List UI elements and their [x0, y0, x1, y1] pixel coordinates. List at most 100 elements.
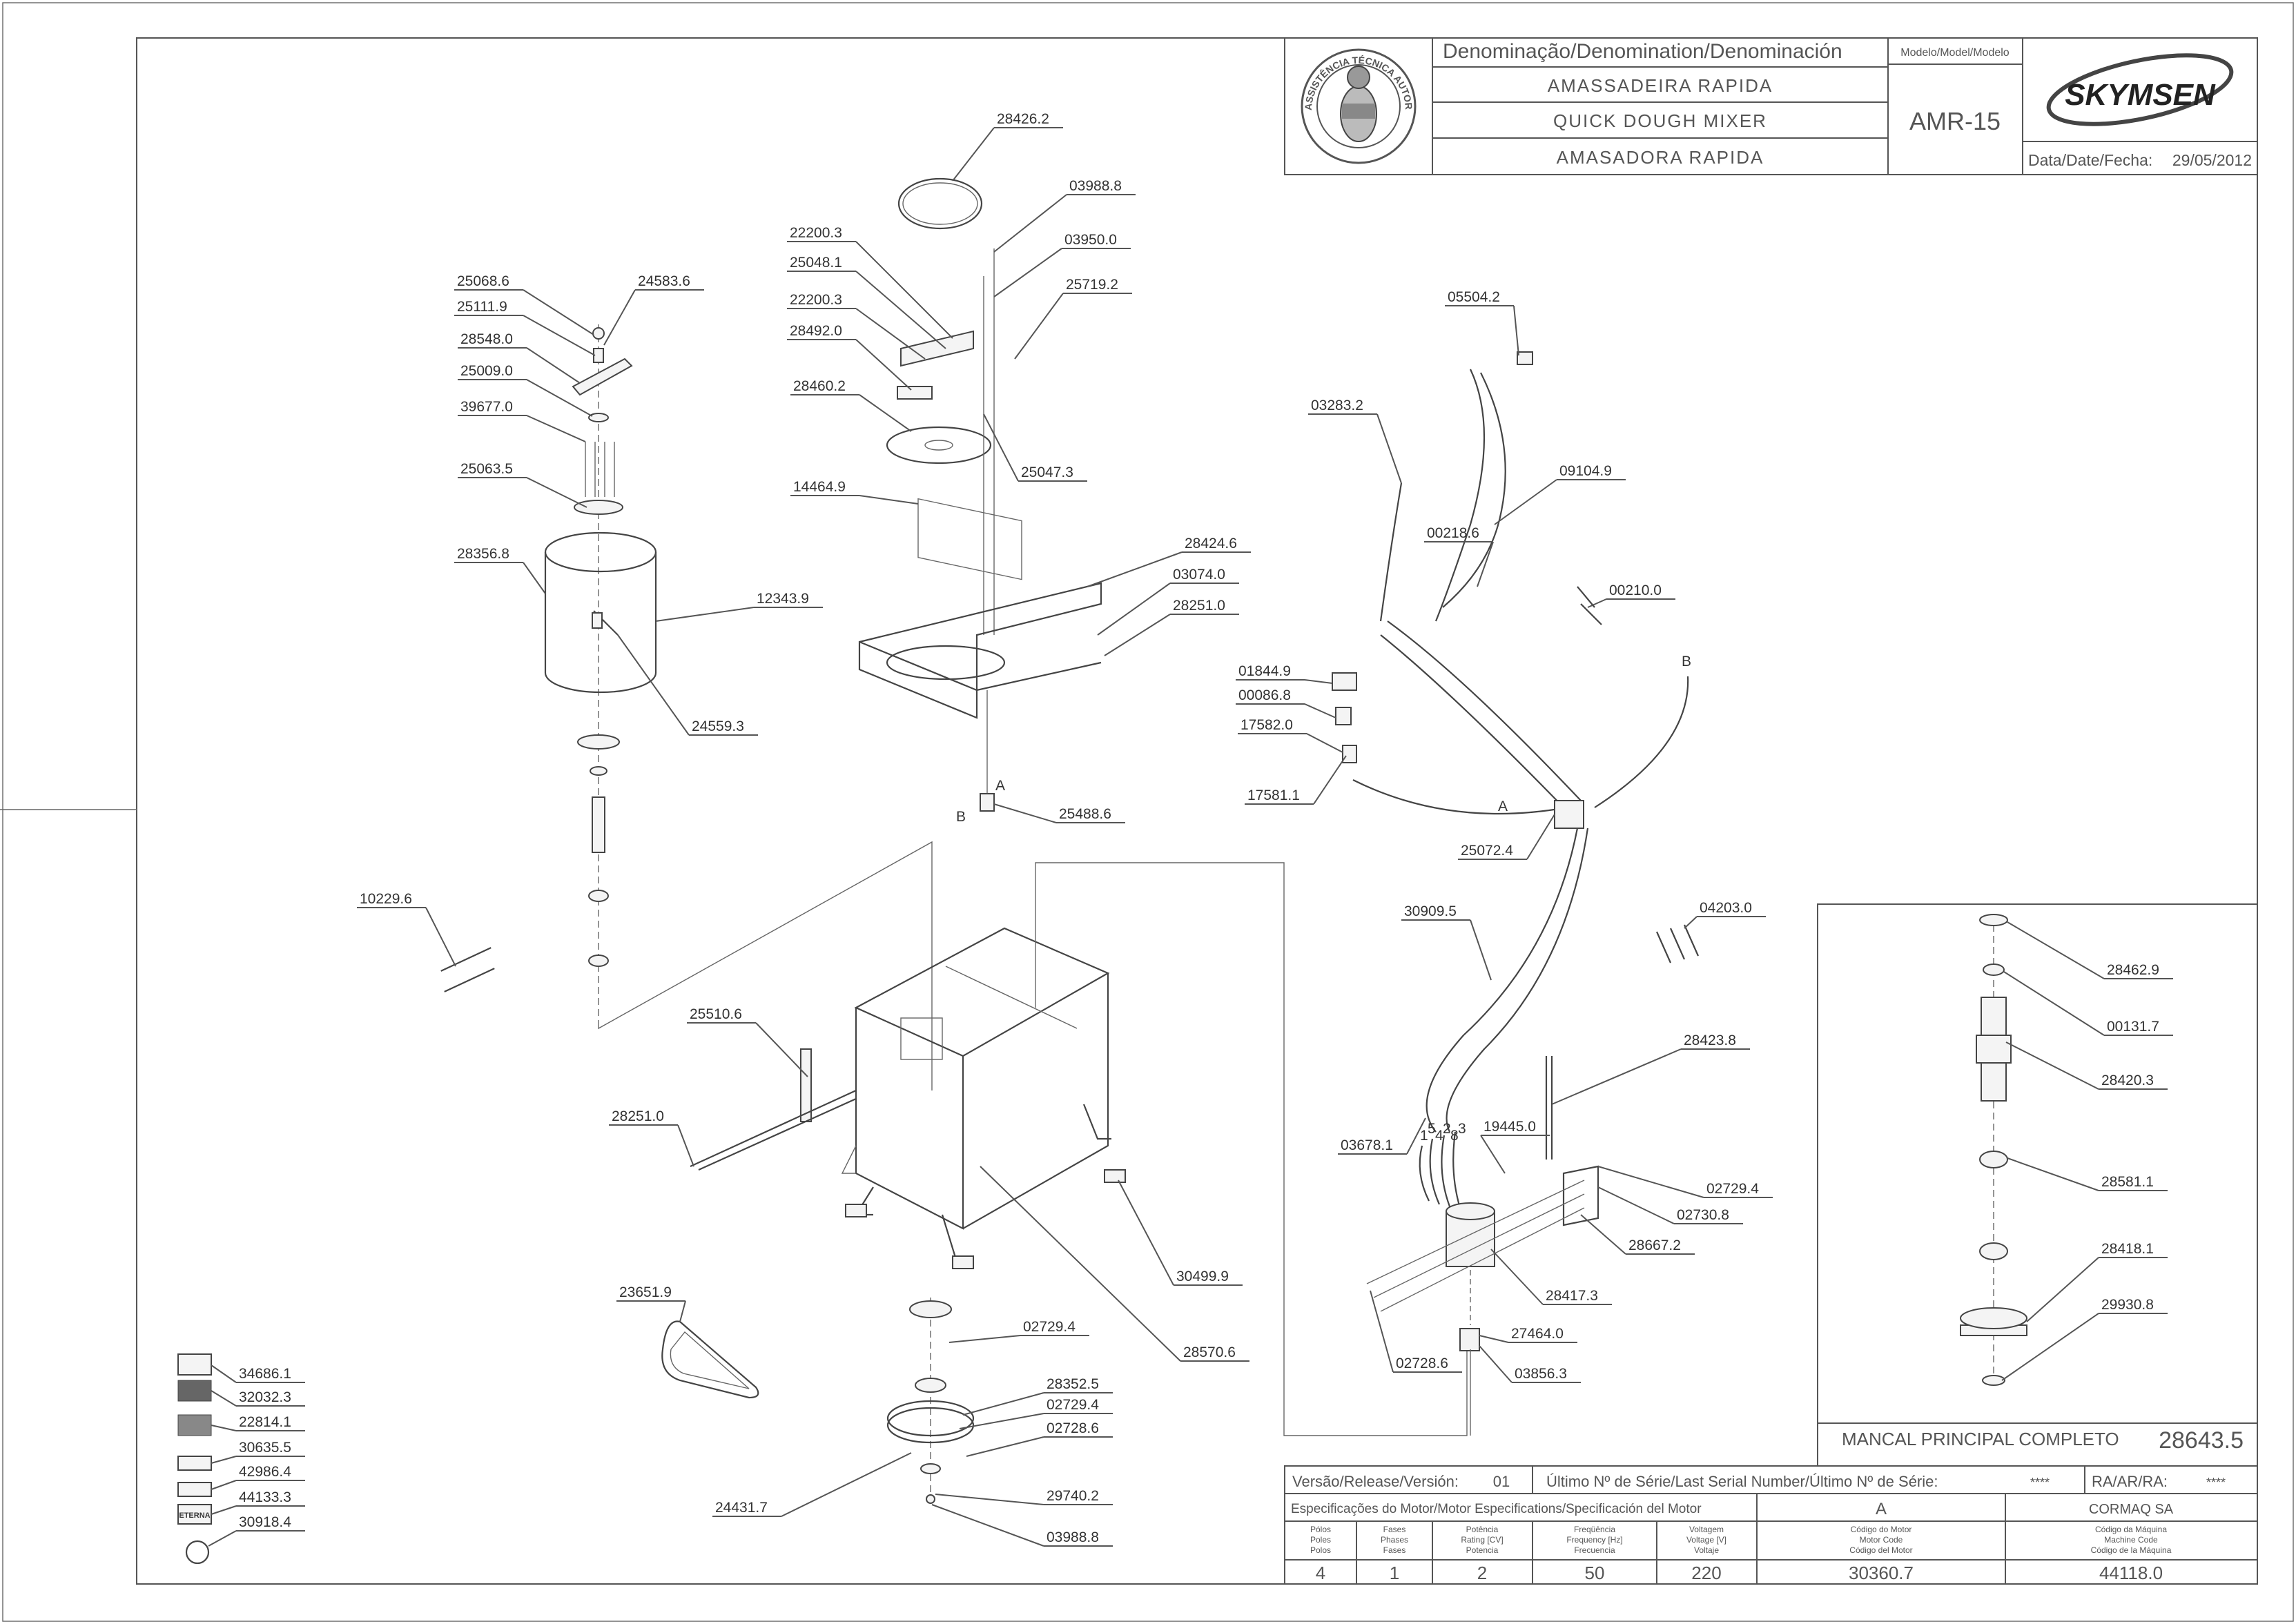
part-number-label: 03988.8	[1047, 1529, 1099, 1545]
part-callout: 28492.0	[787, 323, 912, 391]
part-callout: 22814.1	[211, 1414, 305, 1431]
motor-terminal-mark: 3	[1458, 1121, 1466, 1137]
svg-text:Machine Code: Machine Code	[2104, 1535, 2158, 1545]
svg-text:Potência: Potência	[1466, 1525, 1499, 1534]
part-callout: 00210.0	[1587, 583, 1675, 608]
part-number-label: 25047.3	[1021, 464, 1073, 480]
part-callout: 22200.3	[787, 225, 953, 339]
part-number-label: 03283.2	[1311, 398, 1363, 413]
part-number-label: 10229.6	[360, 891, 412, 907]
part-bracket	[900, 330, 974, 367]
electrical-group	[1332, 351, 1700, 1436]
part-callout: 09104.9	[1494, 463, 1626, 525]
part-callout: 28423.8	[1551, 1033, 1750, 1105]
part-ring	[1983, 963, 2005, 976]
part-number-label: 19445.0	[1483, 1119, 1536, 1135]
part-number-label: 25111.9	[457, 299, 507, 315]
part-number-label: 28492.0	[790, 323, 842, 339]
svg-text:ETERNA: ETERNA	[179, 1512, 210, 1520]
part-number-label: 14464.9	[793, 479, 846, 495]
wire-mark: B	[1682, 654, 1691, 669]
part-callout: 28462.9	[2007, 921, 2173, 979]
part-number-label: 24431.7	[715, 1500, 768, 1516]
part-callout: 24559.3	[617, 634, 758, 736]
svg-text:Potencia: Potencia	[1466, 1545, 1499, 1555]
part-number-label: 17581.1	[1247, 787, 1300, 803]
part-callout: 34686.1	[211, 1364, 305, 1383]
part-callout: 02729.4	[948, 1319, 1089, 1343]
svg-text:ASSISTÊNCIA TÉCNICA AUTORIZADA: ASSISTÊNCIA TÉCNICA AUTORIZADA	[0, 0, 1414, 110]
part-number-label: 28423.8	[1684, 1033, 1736, 1048]
part-number-label: 25719.2	[1066, 277, 1118, 293]
part-number-label: 05504.2	[1448, 289, 1500, 305]
decal-icon	[177, 1380, 212, 1402]
part-callout: 28548.0	[458, 331, 581, 384]
part-callout: 03074.0	[1097, 567, 1239, 636]
svg-text:Código de la Máquina: Código de la Máquina	[2091, 1545, 2172, 1555]
part-number-label: 34686.1	[239, 1366, 291, 1382]
part-number-label: 22200.3	[790, 225, 842, 241]
part-bearing	[1979, 1242, 2008, 1260]
part-number-label: 02730.8	[1677, 1207, 1729, 1223]
denomination-header: Denominação/Denomination/Denominación	[1443, 40, 1842, 63]
last-serial-value: ****	[2030, 1476, 2050, 1489]
part-number-label: 28581.1	[2101, 1174, 2154, 1190]
part-number-label: 28460.2	[793, 378, 846, 394]
svg-text:Polos: Polos	[1310, 1545, 1331, 1555]
part-number-label: 28548.0	[460, 331, 513, 347]
part-callout: 02730.8	[1597, 1186, 1743, 1224]
brand-wordmark: SKYMSEN	[2065, 78, 2216, 112]
wire-mark: B	[956, 809, 966, 825]
spec-block: Versão/Release/Versión: 01 Último Nº de …	[1284, 1465, 2258, 1585]
part-callout: 28424.6	[1087, 536, 1251, 587]
part-number-label: 27464.0	[1511, 1326, 1564, 1342]
part-callout: 28356.8	[454, 546, 546, 594]
motor-terminal-mark: 2	[1443, 1121, 1451, 1137]
part-callout: 03988.8	[931, 1504, 1113, 1547]
spec-col-poles: Pólos Poles Polos 4	[1310, 1525, 1331, 1583]
part-callout: 25719.2	[1014, 277, 1132, 360]
part-callout: 28460.2	[790, 378, 912, 432]
motor-terminal-mark: 1	[1420, 1128, 1428, 1144]
part-number-label: 02729.4	[1706, 1181, 1759, 1197]
date-value: 29/05/2012	[2172, 151, 2252, 169]
part-number-label: 28570.6	[1183, 1344, 1236, 1360]
bowl-group	[440, 324, 933, 1090]
part-disk	[886, 426, 992, 464]
part-callout: 25048.1	[787, 255, 946, 349]
svg-text:Pólos: Pólos	[1310, 1525, 1331, 1534]
part-number-label: 30918.4	[239, 1514, 291, 1530]
part-number-label: 29740.2	[1047, 1488, 1099, 1504]
part-callout: 25068.6	[454, 273, 594, 335]
part-frame-top	[854, 927, 1110, 1057]
part-callout: 00218.6	[1424, 525, 1494, 587]
ra-label: RA/AR/RA:	[2092, 1473, 2168, 1490]
part-number-label: 25068.6	[457, 273, 509, 289]
part-callout: 30918.4	[208, 1514, 305, 1547]
svg-text:Poles: Poles	[1310, 1535, 1331, 1545]
part-callout: 25063.5	[458, 461, 587, 508]
spec-value: 1	[1390, 1563, 1399, 1583]
part-number-label: 25072.4	[1461, 843, 1513, 859]
wire-mark: A	[1498, 799, 1508, 814]
part-number-label: 28667.2	[1628, 1237, 1681, 1253]
part-callout: 03678.1	[1338, 1117, 1426, 1155]
part-callout: 17581.1	[1245, 755, 1347, 805]
spec-col-frequency: Freqüência Frequency [Hz] Frecuencia 50	[1566, 1525, 1622, 1583]
part-number-label: 44133.3	[239, 1489, 291, 1505]
part-bearing	[1979, 1151, 2008, 1168]
part-callout: 25072.4	[1458, 814, 1555, 860]
part-number-label: 28356.8	[457, 546, 509, 562]
part-number-label: 02728.6	[1396, 1356, 1448, 1371]
part-callout: 12343.9	[655, 591, 823, 622]
part-callout: 25009.0	[458, 363, 593, 417]
part-callout: 28426.2	[952, 111, 1063, 182]
part-number-label: 30635.5	[239, 1440, 291, 1456]
inset-main-bearing: MANCAL PRINCIPAL COMPLETO 28643.5	[1817, 903, 2257, 1466]
part-callout: 05504.2	[1445, 289, 1519, 356]
part-callout: 25488.6	[993, 803, 1125, 823]
part-number-label: 02729.4	[1047, 1397, 1099, 1413]
part-number-label: 12343.9	[757, 591, 809, 607]
part-callout: 30909.5	[1401, 903, 1492, 981]
